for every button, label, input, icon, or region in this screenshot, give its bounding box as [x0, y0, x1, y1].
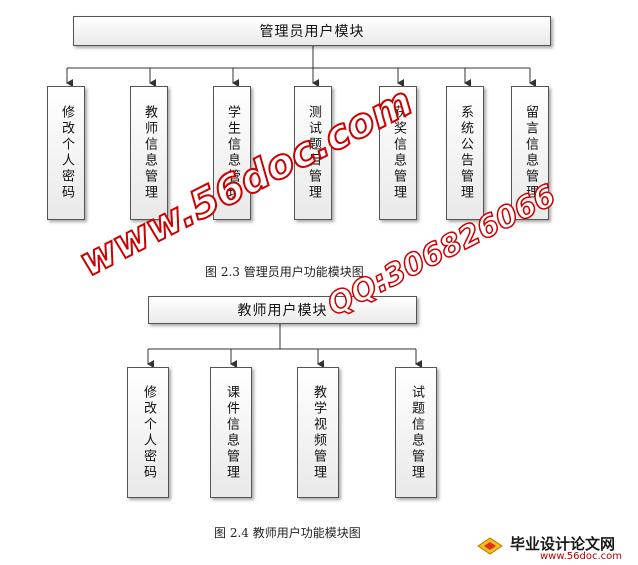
teacher-child-box-2: 课件信息管理 [210, 367, 252, 498]
admin-module-root-label: 管理员用户模块 [259, 24, 365, 40]
teacher-child-label-2: 课件信息管理 [224, 384, 239, 481]
figure-caption-2-3: 图 2.3 管理员用户功能模块图 [205, 265, 364, 279]
admin-child-box-7: 留言信息管理 [511, 86, 549, 220]
logo-emblem-icon [477, 537, 503, 555]
admin-child-label-7: 留言信息管理 [523, 105, 538, 201]
teacher-child-label-4: 试题信息管理 [409, 384, 424, 481]
teacher-module-root-label: 教师用户模块 [237, 303, 328, 319]
admin-child-label-3: 学生信息管理 [225, 105, 240, 201]
logo-url: www.56doc.com [540, 551, 623, 562]
admin-child-box-5: 获奖信息管理 [379, 86, 417, 220]
figure-caption-2-4: 图 2.4 教师用户功能模块图 [214, 526, 361, 540]
teacher-module-root-box: 教师用户模块 [148, 296, 417, 324]
teacher-child-box-4: 试题信息管理 [395, 367, 437, 498]
admin-child-box-6: 系统公告管理 [446, 86, 484, 220]
admin-child-box-3: 学生信息管理 [213, 86, 251, 220]
admin-child-label-4: 测试题目管理 [306, 105, 321, 201]
teacher-child-label-3: 教学视频管理 [311, 384, 326, 481]
logo-emblem [476, 536, 504, 556]
admin-child-box-1: 修改个人密码 [47, 86, 85, 220]
admin-child-label-5: 获奖信息管理 [391, 105, 406, 201]
teacher-child-label-1: 修改个人密码 [141, 384, 156, 481]
logo-name: 毕业设计论文网 [510, 535, 616, 553]
diagram2-connectors [147, 324, 422, 368]
teacher-child-box-1: 修改个人密码 [127, 367, 169, 498]
admin-child-label-2: 教师信息管理 [142, 105, 157, 201]
admin-child-label-1: 修改个人密码 [59, 105, 74, 201]
diagram1-connectors [66, 46, 536, 87]
admin-child-label-6: 系统公告管理 [458, 105, 473, 201]
admin-child-box-4: 测试题目管理 [294, 86, 332, 220]
teacher-child-box-3: 教学视频管理 [297, 367, 339, 498]
admin-child-box-2: 教师信息管理 [130, 86, 168, 220]
admin-module-root-box: 管理员用户模块 [73, 16, 551, 46]
